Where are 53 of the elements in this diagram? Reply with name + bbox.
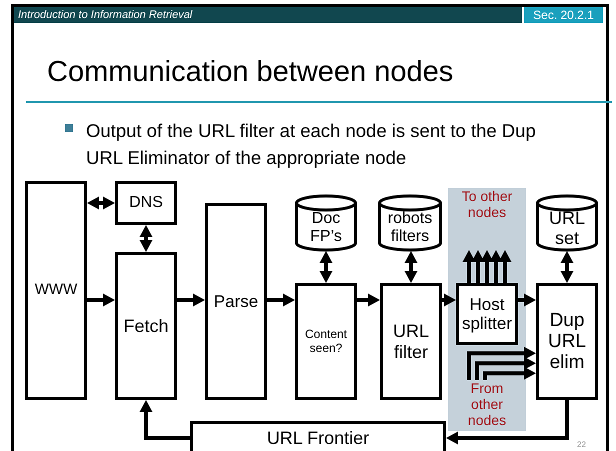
arrow <box>475 356 536 380</box>
process-box <box>115 252 177 400</box>
arrow <box>467 346 536 380</box>
arrow <box>320 251 332 283</box>
arrow <box>498 250 512 283</box>
section-label: Sec. 20.2.1 <box>524 7 603 23</box>
arrow <box>472 250 484 283</box>
arrow <box>87 196 115 210</box>
process-box <box>456 283 518 345</box>
node-label: WWW <box>34 282 78 299</box>
arrow <box>446 400 569 444</box>
arrow <box>404 251 418 283</box>
process-box <box>380 283 442 400</box>
node-label: URL Frontier <box>266 428 370 448</box>
arrow <box>140 400 190 440</box>
node-label: To other nodes <box>461 188 513 220</box>
arrow <box>267 294 295 306</box>
process-box <box>205 203 267 400</box>
node-label: Fetch <box>123 316 169 336</box>
arrow <box>177 294 205 306</box>
arrow <box>140 225 152 252</box>
process-box <box>536 283 598 400</box>
node-label: Parse <box>214 292 258 312</box>
node-label: robots filters <box>386 210 434 246</box>
database-cylinder <box>378 195 442 251</box>
process-box <box>115 181 177 225</box>
node-label: Dup URL elim <box>546 310 587 374</box>
arrow <box>462 250 476 283</box>
node-label: Content seen? <box>304 328 348 355</box>
node-label: Doc FP’s <box>309 210 343 246</box>
arrow <box>560 251 574 283</box>
node-label: URL set <box>548 208 586 248</box>
slide-title: Communication between nodes <box>47 56 454 89</box>
course-title: Introduction to Information Retrieval <box>17 9 192 21</box>
arrow <box>87 294 115 306</box>
database-cylinder <box>536 195 598 251</box>
process-box <box>25 181 87 400</box>
process-box <box>190 421 446 451</box>
page-number: 22 <box>577 440 586 449</box>
arrow <box>518 294 536 306</box>
arrow <box>442 294 456 306</box>
node-label: Host splitter <box>460 294 514 334</box>
arrow <box>490 250 502 283</box>
bullet-text: Output of the URL filter at each node is sent to the Dup URL Eliminator of the appropriate node <box>86 119 536 170</box>
arrow <box>480 250 494 283</box>
node-label: DNS <box>129 194 163 212</box>
node-label: URL filter <box>392 321 430 362</box>
database-cylinder <box>295 195 357 251</box>
process-box <box>295 283 357 400</box>
node-label: From other nodes <box>466 380 508 428</box>
shaded-band <box>448 188 526 431</box>
arrow <box>483 366 536 380</box>
arrow <box>357 294 380 306</box>
